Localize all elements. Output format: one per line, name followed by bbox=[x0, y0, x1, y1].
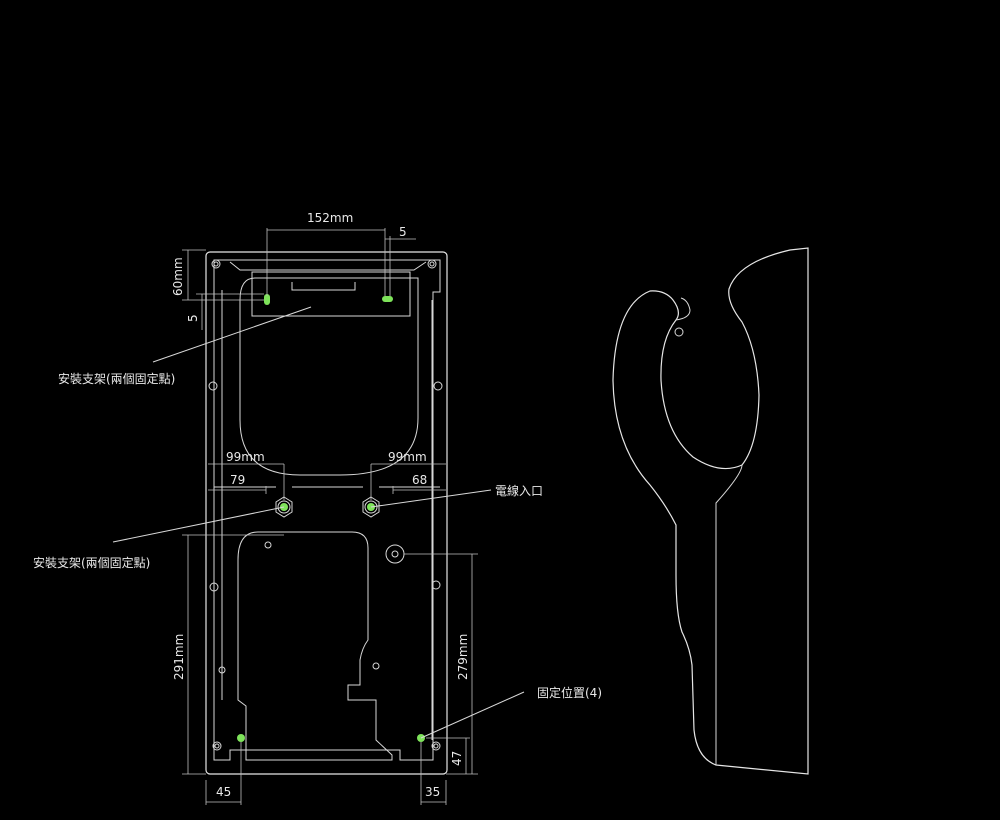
hex-nut-left bbox=[275, 496, 293, 518]
leader-fixing bbox=[420, 691, 525, 739]
side-view-button bbox=[674, 327, 684, 337]
dim-35-text: 35 bbox=[425, 785, 440, 799]
corner-hole-tr-inner bbox=[429, 261, 435, 267]
dim-60-text: 60mm bbox=[171, 257, 185, 296]
side-hole-l2 bbox=[209, 582, 219, 592]
side-hole-l1 bbox=[208, 381, 218, 391]
front-outer-outline bbox=[205, 251, 448, 775]
side-view bbox=[612, 247, 809, 775]
dim-45-lines bbox=[205, 742, 242, 805]
front-view bbox=[205, 251, 448, 775]
corner-hole-bl-inner bbox=[214, 743, 220, 749]
dim-79-text: 79 bbox=[230, 473, 245, 487]
dim-79-lines bbox=[208, 486, 267, 494]
dim-99-left-lines bbox=[208, 463, 285, 500]
label-bracket-mid: 安裝支架(兩個固定點) bbox=[33, 555, 150, 570]
dim-5-left-text: 5 bbox=[186, 314, 200, 322]
label-bracket-top: 安裝支架(兩個固定點) bbox=[58, 371, 175, 386]
upper-cavity-outline bbox=[239, 277, 419, 476]
front-top-lip bbox=[229, 261, 427, 271]
dim-47-lines bbox=[426, 737, 470, 774]
dim-47-text: 47 bbox=[450, 751, 464, 766]
fix-point-bottom-left bbox=[237, 734, 245, 742]
dimension-texts: 152mm 5 60mm 5 99mm 99mm 79 68 291mm 279… bbox=[171, 211, 470, 799]
dim-152-lines bbox=[266, 228, 386, 296]
leader-cable-entry bbox=[370, 489, 492, 508]
callout-leaders bbox=[112, 306, 525, 739]
side-view-outline bbox=[612, 247, 809, 775]
dim-5-left-lines bbox=[196, 293, 264, 330]
dim-99-left-text: 99mm bbox=[226, 450, 265, 464]
front-inner-frame bbox=[213, 259, 441, 761]
dim-68-text: 68 bbox=[412, 473, 427, 487]
dim-279-lines bbox=[404, 553, 478, 775]
dim-279-text: 279mm bbox=[456, 634, 470, 680]
dim-152-text: 152mm bbox=[307, 211, 353, 225]
callout-labels: 安裝支架(兩個固定點) 安裝支架(兩個固定點) 電線入口 固定位置(4) bbox=[33, 371, 602, 700]
mounting-bracket-plate bbox=[251, 271, 411, 317]
bracket-slot-left bbox=[264, 294, 270, 305]
small-hole-right bbox=[372, 662, 380, 670]
corner-hole-bl bbox=[212, 741, 222, 751]
bracket-cutout bbox=[291, 282, 356, 291]
hex-nut-left-ring bbox=[277, 500, 291, 514]
hex-nut-right bbox=[362, 496, 380, 518]
corner-hole-tr bbox=[427, 259, 437, 269]
leader-bracket-mid bbox=[112, 506, 285, 543]
side-rails bbox=[221, 290, 433, 740]
dim-291-text: 291mm bbox=[172, 634, 186, 680]
cable-gland-ring bbox=[385, 544, 405, 564]
dimension-lines bbox=[182, 228, 478, 805]
side-view-nozzle bbox=[675, 297, 691, 321]
corner-hole-br bbox=[431, 741, 441, 751]
small-hole-center bbox=[264, 541, 272, 549]
bracket-slot-right bbox=[382, 296, 393, 302]
corner-hole-br-inner bbox=[433, 743, 439, 749]
dim-68-lines bbox=[392, 486, 446, 494]
dim-291-lines bbox=[182, 534, 284, 775]
lower-cavity-outline bbox=[237, 531, 393, 761]
corner-hole-tl-inner bbox=[213, 261, 219, 267]
dim-99-right-lines bbox=[370, 463, 446, 500]
dim-45-text: 45 bbox=[216, 785, 231, 799]
cable-gland-center bbox=[391, 550, 399, 558]
dim-5-top-text: 5 bbox=[399, 225, 407, 239]
dim-99-right-text: 99mm bbox=[388, 450, 427, 464]
leader-bracket-top bbox=[152, 306, 312, 363]
side-view-seam bbox=[715, 464, 743, 765]
hex-nut-right-ring bbox=[364, 500, 378, 514]
label-fixing-positions: 固定位置(4) bbox=[537, 685, 602, 700]
label-cable-entry: 電線入口 bbox=[495, 483, 543, 498]
fixing-points bbox=[237, 294, 425, 742]
side-hole-r1 bbox=[433, 381, 443, 391]
dim-35-lines bbox=[420, 742, 447, 805]
small-hole-left bbox=[218, 666, 226, 674]
corner-hole-tl bbox=[211, 259, 221, 269]
side-hole-r2 bbox=[431, 580, 441, 590]
dim-60-lines bbox=[182, 249, 264, 301]
dim-5-top-lines bbox=[385, 236, 416, 296]
